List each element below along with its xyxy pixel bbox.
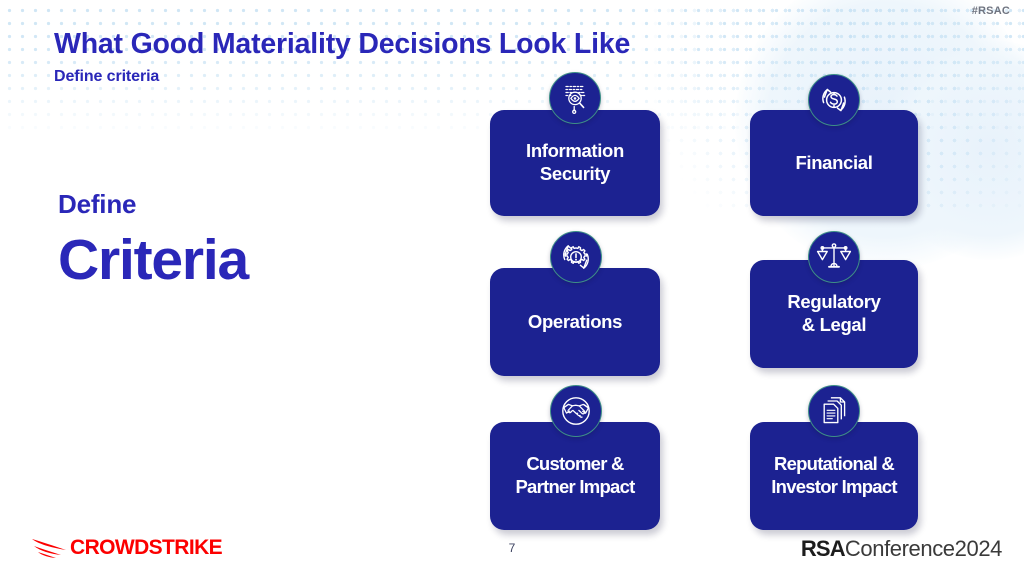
card-label: Operations: [527, 310, 623, 332]
card-label: Regulatory & Legal: [787, 291, 881, 335]
rsa-logo-conference: Conference: [844, 536, 955, 561]
rsa-conference-logo: RSAConference2024: [800, 536, 1003, 561]
page-title: What Good Materiality Decisions Look Lik…: [54, 28, 631, 60]
left-panel-eyebrow: Define: [58, 189, 137, 219]
scales-of-justice-icon: [808, 231, 860, 283]
page-subtitle: Define criteria: [54, 68, 160, 85]
card-reputational-investor-impact[interactable]: Reputational & Investor Impact: [750, 422, 918, 530]
card-label: Financial: [795, 151, 873, 173]
rsa-logo-brand: RSA: [800, 536, 846, 561]
card-label: Reputational & Investor Impact: [771, 453, 897, 497]
card-operations[interactable]: Operations: [490, 268, 660, 376]
card-label: Information Security: [526, 140, 624, 184]
falcon-swoosh-icon: [32, 539, 66, 558]
gear-alert-cycle-icon: [550, 231, 602, 283]
page-number: 7: [508, 541, 516, 555]
documents-icon: [808, 385, 860, 437]
handshake-icon: [550, 385, 602, 437]
card-information-security[interactable]: Information Security: [490, 110, 660, 216]
dollar-cycle-icon: [808, 74, 860, 126]
rsa-logo-year: 2024: [954, 536, 1003, 561]
event-hashtag: #RSAC: [971, 5, 1010, 17]
left-panel-headline: Criteria: [58, 228, 249, 292]
card-label: Customer & Partner Impact: [515, 453, 635, 497]
card-regulatory-legal[interactable]: Regulatory & Legal: [750, 260, 918, 368]
binary-eye-magnifier-icon: [549, 72, 601, 124]
crowdstrike-wordmark: CROWDSTRIKE: [70, 535, 223, 559]
card-financial[interactable]: Financial: [750, 110, 918, 216]
card-customer-partner-impact[interactable]: Customer & Partner Impact: [490, 422, 660, 530]
crowdstrike-logo: CROWDSTRIKE: [30, 534, 223, 560]
